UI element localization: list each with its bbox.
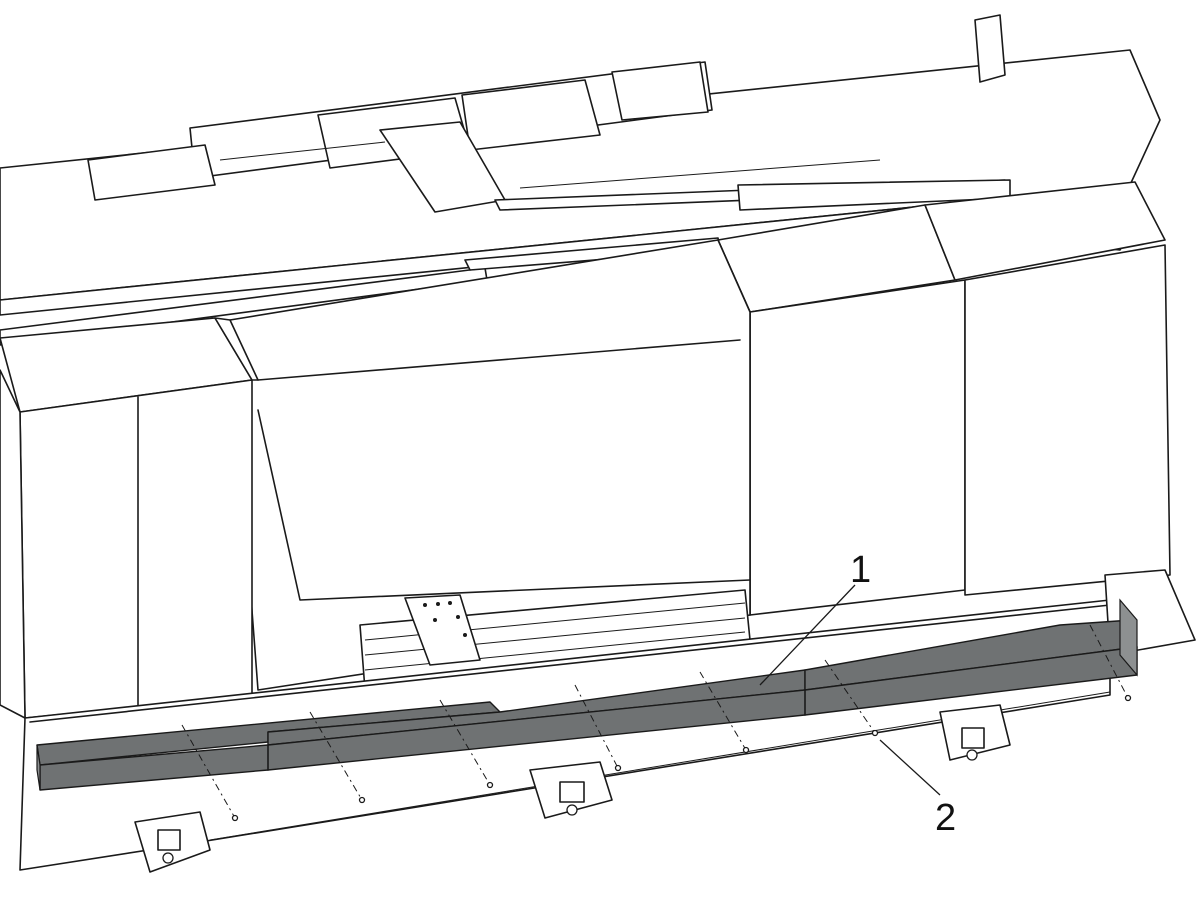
callout-2-label: 2 (935, 797, 956, 839)
callout-leaders (759, 584, 941, 796)
screw (358, 796, 366, 804)
callout-1-leader (759, 584, 856, 686)
leveling-foot (134, 811, 211, 873)
trim-cover-right-end (1119, 598, 1138, 677)
left-door-panels (0, 317, 259, 719)
screw (871, 729, 879, 737)
enclosure-interior (229, 239, 751, 691)
screw (614, 764, 622, 772)
screws (181, 624, 1132, 822)
screw (742, 746, 750, 754)
leveling-foot (939, 704, 1011, 761)
callout-2-leader (879, 739, 941, 796)
trim-cover-left-end (36, 744, 41, 791)
right-door-panels (717, 181, 1171, 616)
screw (1124, 694, 1132, 702)
leveling-foot (529, 761, 613, 819)
trim-cover (36, 598, 1138, 791)
screw (486, 781, 494, 789)
leveling-feet (134, 704, 1011, 873)
callout-1-label: 1 (850, 549, 871, 591)
screw (231, 814, 239, 822)
